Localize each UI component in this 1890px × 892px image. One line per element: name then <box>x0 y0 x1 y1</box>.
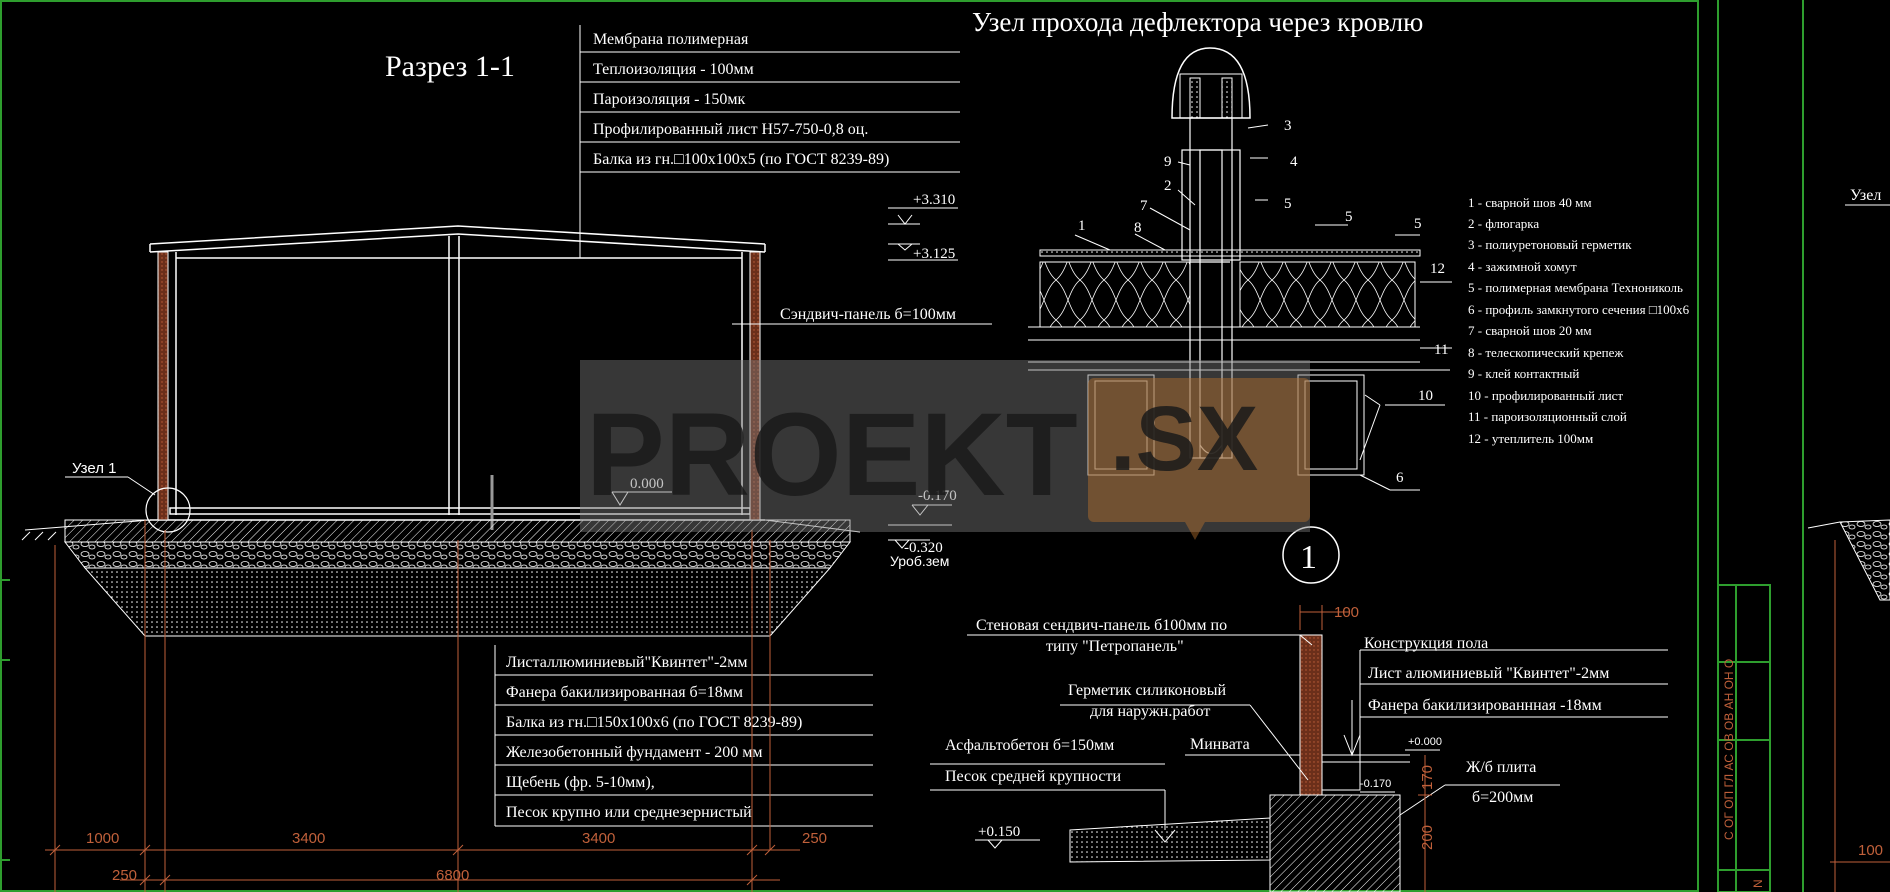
callout-1: 1 <box>1078 218 1086 234</box>
deflector-title: Узел прохода дефлектора через кровлю <box>972 7 1423 37</box>
sealant-line1: Герметик силиконовый <box>1068 682 1226 699</box>
legend-11: 11 - пароизоляционный слой <box>1468 409 1627 424</box>
level-top1: +3.310 <box>913 192 955 208</box>
legend-12: 12 - утеплитель 100мм <box>1468 431 1593 446</box>
callout-11: 11 <box>1434 342 1448 358</box>
side-n-label: N <box>1751 879 1765 888</box>
level-floor: 0.000 <box>630 476 664 492</box>
legend-5: 5 - полимерная мембрана Технониколь <box>1468 280 1683 295</box>
dim-1000: 1000 <box>86 830 119 847</box>
dim-100-wall: 100 <box>1334 604 1359 621</box>
watermark-panel <box>580 360 1310 532</box>
side-vertical-text: С ОГ ОП ГЛ АС ОВ ОВ АН ОН О <box>1722 659 1736 840</box>
concrete-slab <box>1269 794 1401 892</box>
mineral-wool-label: Минвата <box>1190 736 1250 753</box>
legend-1: 1 - сварной шов 40 мм <box>1468 195 1592 210</box>
sheet-frames <box>0 0 1804 892</box>
slab-line1: Ж/б плита <box>1466 759 1536 776</box>
node-1-label: Узел 1 <box>72 460 117 477</box>
floor-layer-3: Балка из гн.□150х100х6 (по ГОСТ 8239-89) <box>506 714 802 731</box>
legend-4: 4 - зажимной хомут <box>1468 259 1577 274</box>
callout-4: 4 <box>1290 154 1298 170</box>
watermark-text-2: .SX <box>1110 388 1258 490</box>
callout-8: 8 <box>1134 220 1142 236</box>
side-partial-dim: 100 <box>1858 842 1883 859</box>
dim-3400-b: 3400 <box>582 830 615 847</box>
roof-layer-2: Теплоизоляция - 100мм <box>593 61 754 78</box>
dim-170: 170 <box>1419 765 1436 790</box>
node-number: 1 <box>1300 539 1317 576</box>
roof-layer-5: Балка из гн.□100х100х5 (по ГОСТ 8239-89) <box>593 151 889 168</box>
floor-construction-title: Конструкция пола <box>1364 635 1488 652</box>
slab-line2: б=200мм <box>1472 789 1533 806</box>
left-wall-panel <box>157 251 169 521</box>
callout-9: 9 <box>1164 154 1172 170</box>
callout-10: 10 <box>1418 388 1433 404</box>
callout-12: 12 <box>1430 261 1445 277</box>
level-ground-label: Уроб.зем <box>890 553 949 569</box>
legend-8: 8 - телескопический крепеж <box>1468 345 1624 360</box>
roof-layer-1: Мембрана полимерная <box>593 31 749 48</box>
side-sheet: С ОГ ОП ГЛ АС ОВ ОВ АН ОН О N Узел 100 <box>1722 187 1890 892</box>
callout-5b: 5 <box>1345 209 1353 225</box>
node-number-circle <box>1282 526 1340 584</box>
legend-7: 7 - сварной шов 20 мм <box>1468 323 1592 338</box>
dim-6800: 6800 <box>436 867 469 884</box>
wall-node: 100 170 200 Стеновая сендвич-панель б100… <box>930 604 1668 892</box>
wall-panel-line1: Стеновая сендвич-панель б100мм по <box>976 617 1227 634</box>
wall-floor-layer-1: Лист алюминиевый "Квинтет"-2мм <box>1368 665 1609 682</box>
deflector-node: Узел прохода дефлектора через кровлю <box>972 7 1690 584</box>
level-ground2: -0.320 <box>904 540 943 556</box>
watermark: PROEKT .SX <box>580 360 1310 540</box>
legend-10: 10 - профилированный лист <box>1468 388 1623 403</box>
callout-3: 3 <box>1284 118 1292 134</box>
watermark-text-1: PROEKT <box>586 389 1078 521</box>
roof-layer-4: Профилированный лист Н57-750-0,8 оц. <box>593 121 868 138</box>
section-title: Разрез 1-1 <box>385 50 515 83</box>
dim-3400-a: 3400 <box>292 830 325 847</box>
asphalt-slope <box>1069 817 1271 863</box>
floor-layer-1: Листаллюминиевый"Квинтет"-2мм <box>506 654 748 671</box>
floor-layer-4: Железобетонный фундамент - 200 мм <box>506 744 763 761</box>
dim-250-right: 250 <box>802 830 827 847</box>
dim-250-left: 250 <box>112 867 137 884</box>
wall-level-0170: -0.170 <box>1360 778 1391 790</box>
wall-level-0150: +0.150 <box>978 824 1020 840</box>
legend-2: 2 - флюгарка <box>1468 216 1539 231</box>
callout-2: 2 <box>1164 178 1172 194</box>
wall-panel <box>1299 634 1323 796</box>
legend-9: 9 - клей контактный <box>1468 366 1579 381</box>
wall-level-000: +0.000 <box>1408 736 1442 748</box>
floor-layer-6: Песок крупно или среднезернистый <box>506 804 752 821</box>
side-partial-label: Узел <box>1850 187 1881 204</box>
callout-5a: 5 <box>1284 196 1292 212</box>
sandwich-label: Сэндвич-панель б=100мм <box>780 306 956 323</box>
dim-200: 200 <box>1419 825 1436 850</box>
callout-6: 6 <box>1396 470 1404 486</box>
level-ground1: -0.170 <box>918 488 957 504</box>
deflector-legend: 1 - сварной шов 40 мм 2 - флюгарка 3 - п… <box>1468 195 1690 446</box>
legend-6: 6 - профиль замкнутого сечения □100х6 <box>1468 302 1690 317</box>
section-1-1: Разрез 1-1 <box>21 25 992 892</box>
floor-layer-5: Щебень (фр. 5-10мм), <box>506 774 655 791</box>
sealant-line2: для наружн.работ <box>1090 703 1210 720</box>
wall-panel-line2: типу "Петропанель" <box>1046 638 1184 655</box>
roof-layer-3: Пароизоляция - 150мк <box>593 91 746 108</box>
legend-3: 3 - полиуретоновый герметик <box>1468 237 1632 252</box>
asphalt-label: Асфальтобетон б=150мм <box>945 737 1114 754</box>
floor-layer-2: Фанера бакилизированная б=18мм <box>506 684 743 701</box>
sand-label: Песок средней крупности <box>945 768 1121 785</box>
callout-7: 7 <box>1140 198 1148 214</box>
level-top2: +3.125 <box>913 246 955 262</box>
callout-5c: 5 <box>1414 216 1422 232</box>
watermark-accent <box>1088 378 1310 522</box>
wall-floor-layer-2: Фанера бакилизированнная -18мм <box>1368 697 1602 714</box>
